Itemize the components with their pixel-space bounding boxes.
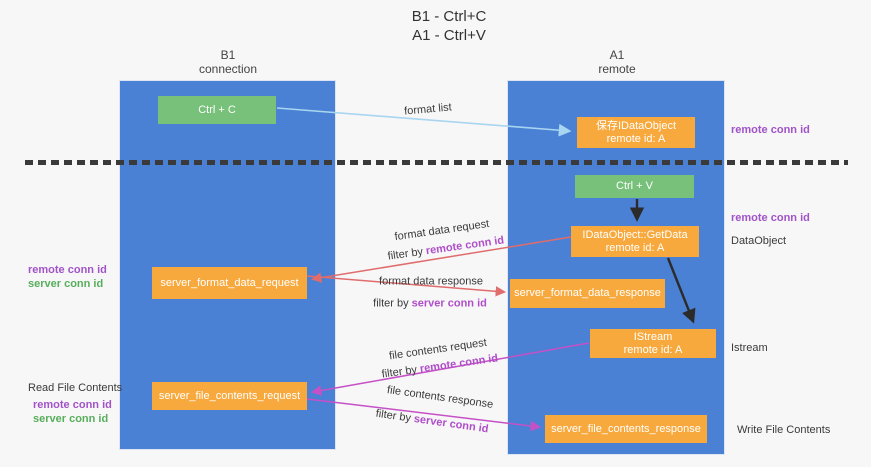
write-file-contents-label: Write File Contents	[737, 424, 831, 436]
format-list-label: format list	[403, 101, 453, 118]
save-idataobject-line2: remote id: A	[606, 132, 666, 145]
right-column-name: A1	[609, 48, 625, 62]
istream-line1: IStream	[633, 330, 673, 343]
diagram-title: B1 - Ctrl+C A1 - Ctrl+V	[412, 7, 487, 45]
left-column-role: connection	[198, 62, 258, 76]
left-column-header: B1 connection	[199, 48, 257, 76]
left-server-conn-id-label-1: server conn id	[28, 278, 104, 290]
filter-by-prefix: filter by	[380, 363, 421, 381]
server-file-contents-response-box: server_file_contents_response	[545, 415, 707, 443]
filter-by-server-conn-id-label-2: filter by server conn id	[375, 408, 489, 437]
server-file-contents-response-label: server_file_contents_response	[551, 422, 701, 435]
filter-by-server-conn-id-label-1: filter by server conn id	[373, 298, 487, 311]
ctrl-c-label: Ctrl + C	[198, 103, 236, 116]
right-column-role: remote	[598, 62, 636, 76]
server-conn-id-text: server conn id	[411, 297, 487, 310]
read-file-contents-label: Read File Contents	[28, 382, 123, 394]
getdata-line2: remote id: A	[605, 241, 665, 254]
filter-by-prefix: filter by	[373, 297, 412, 310]
filter-by-prefix: filter by	[386, 245, 427, 263]
server-file-contents-request-label: server_file_contents_request	[158, 389, 301, 402]
section-divider-dashed-line	[25, 160, 848, 165]
format-data-response-label: format data response	[379, 275, 483, 288]
server-format-data-response-label: server_format_data_response	[514, 287, 661, 299]
left-server-conn-id-label-2: server conn id	[33, 413, 109, 425]
right-remote-conn-id-label-2: remote conn id	[731, 212, 810, 224]
left-remote-conn-id-label-2: remote conn id	[33, 399, 112, 411]
filter-by-prefix: filter by	[374, 407, 415, 425]
istream-box: IStream remote id: A	[590, 329, 716, 358]
save-idataobject-line1: 保存IDataObject	[595, 119, 677, 132]
idataobject-getdata-box: IDataObject::GetData remote id: A	[571, 226, 699, 257]
server-format-data-request-label: server_format_data_request	[160, 276, 299, 289]
server-file-contents-request-box: server_file_contents_request	[152, 382, 307, 410]
ctrl-v-box: Ctrl + V	[575, 175, 694, 198]
ctrl-c-box: Ctrl + C	[158, 96, 276, 124]
server-conn-id-text: server conn id	[413, 413, 490, 436]
right-column-header: A1 remote	[598, 48, 635, 76]
istream-side-label: Istream	[731, 342, 768, 354]
server-format-data-request-box: server_format_data_request	[152, 267, 307, 299]
dataobject-label: DataObject	[731, 235, 787, 247]
getdata-line1: IDataObject::GetData	[582, 228, 688, 241]
ctrl-v-label: Ctrl + V	[616, 180, 653, 192]
right-remote-conn-id-label-1: remote conn id	[731, 124, 810, 136]
save-idataobject-box: 保存IDataObject remote id: A	[577, 117, 695, 148]
istream-line2: remote id: A	[623, 343, 683, 356]
left-column-name: B1	[220, 48, 236, 62]
title-line-2: A1 - Ctrl+V	[412, 27, 486, 44]
left-remote-conn-id-label-1: remote conn id	[28, 264, 107, 276]
file-contents-response-label: file contents response	[386, 384, 494, 411]
server-format-data-response-box: server_format_data_response	[510, 279, 665, 308]
title-line-1: B1 - Ctrl+C	[411, 8, 487, 25]
